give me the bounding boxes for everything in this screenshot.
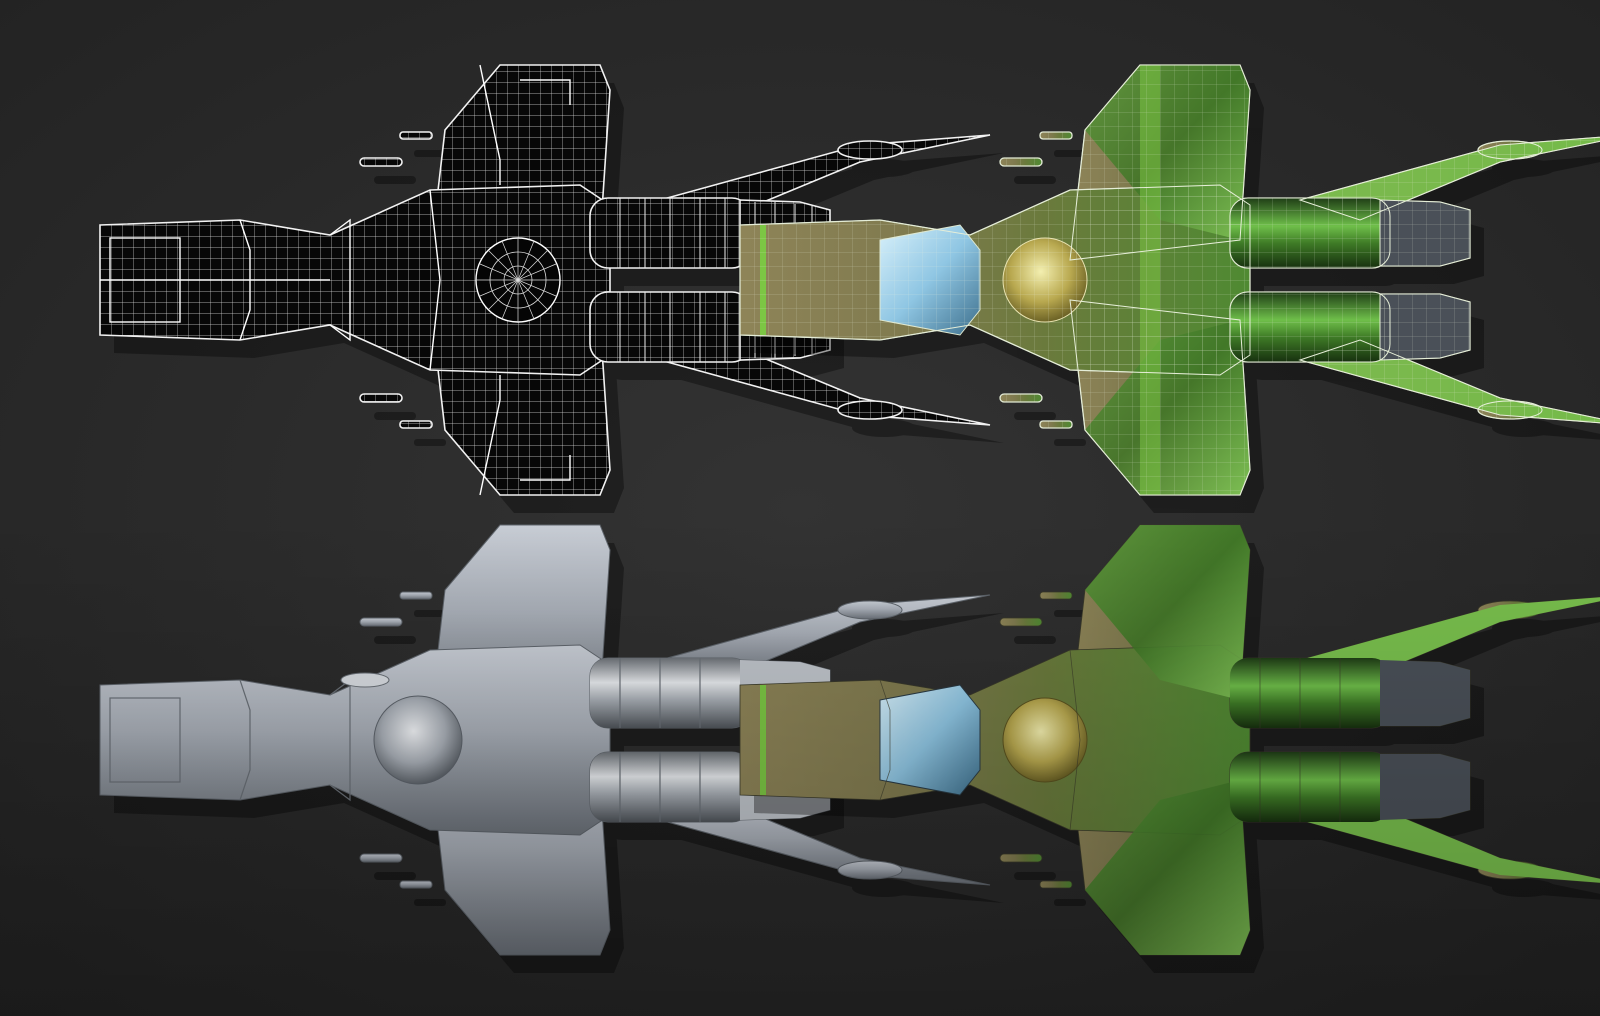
- wireframe-ship: [99, 64, 1004, 513]
- textured-wire-ship: [739, 64, 1600, 513]
- wireframe-dome: [475, 237, 561, 323]
